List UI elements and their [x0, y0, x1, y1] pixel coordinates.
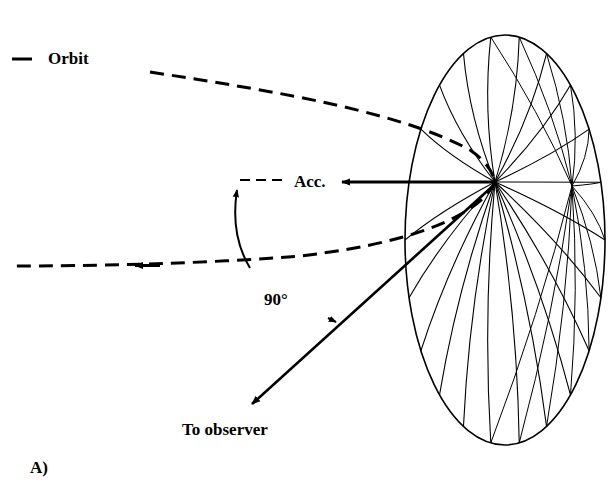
panel-label: A)	[28, 458, 50, 477]
angle-tick	[328, 318, 336, 322]
orbit-lower	[10, 182, 495, 266]
acceleration-arrow	[342, 181, 495, 184]
observer-arrow	[252, 184, 495, 404]
orbit-direction-arrow	[135, 264, 160, 267]
acceleration-label: Acc.	[292, 172, 328, 191]
reference-dash	[240, 179, 288, 181]
observer-label: To observer	[180, 420, 270, 439]
angle-label: 90°	[262, 290, 290, 309]
orbit-upper	[150, 72, 495, 182]
legend-item: Orbit	[10, 50, 89, 67]
angle-arc	[235, 190, 250, 268]
legend-text: Orbit	[48, 50, 89, 67]
legend-sample	[10, 54, 34, 64]
